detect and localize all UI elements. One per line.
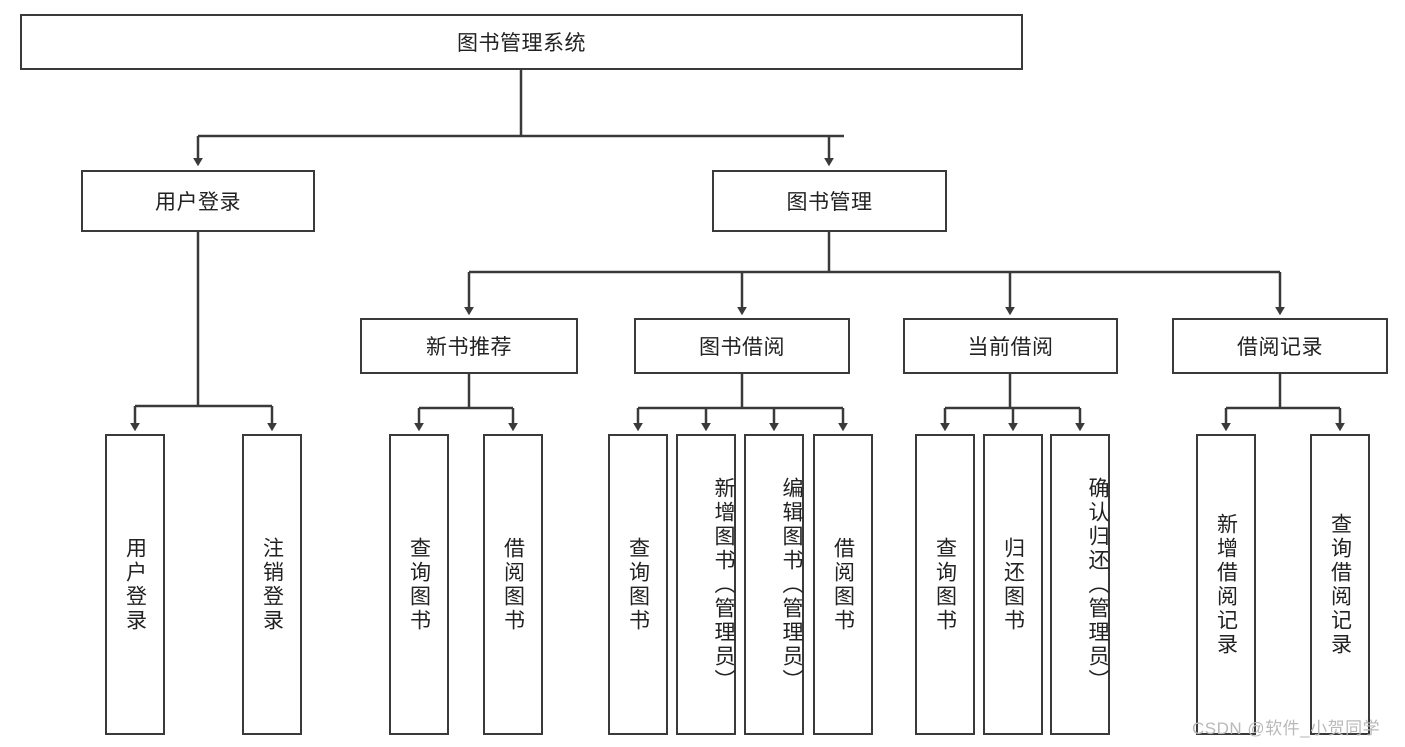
node-leaf-user-login-label: 用户登录 [123,536,147,633]
edges-bookborrow-to-leaves [633,374,848,432]
node-leaf-user-login[interactable]: 用户登录 [105,434,165,735]
node-leaf-query-book-current[interactable]: 查询图书 [915,434,975,735]
node-leaf-query-book-borrow[interactable]: 查询图书 [608,434,668,735]
node-user-login[interactable]: 用户登录 [81,170,315,232]
node-leaf-borrow-book-borrow-label: 借阅图书 [831,536,855,633]
node-leaf-query-borrow-record[interactable]: 查询借阅记录 [1310,434,1370,735]
node-new-book-recommend[interactable]: 新书推荐 [360,318,578,374]
node-leaf-return-book[interactable]: 归还图书 [983,434,1043,735]
node-book-management[interactable]: 图书管理 [712,170,947,232]
node-book-borrow[interactable]: 图书借阅 [634,318,850,374]
node-leaf-confirm-return-admin[interactable]: 确认归还（管理员） [1050,434,1110,735]
node-root-label: 图书管理系统 [457,32,586,55]
node-root[interactable]: 图书管理系统 [20,14,1023,70]
node-leaf-add-borrow-record-label: 新增借阅记录 [1214,512,1238,657]
edges-root-to-level2 [193,70,844,167]
node-leaf-borrow-book-rec[interactable]: 借阅图书 [483,434,543,735]
node-leaf-borrow-book-borrow[interactable]: 借阅图书 [813,434,873,735]
node-book-borrow-label: 图书借阅 [699,336,785,359]
edges-userlogin-to-leaves [130,232,277,432]
node-borrow-record[interactable]: 借阅记录 [1172,318,1388,374]
node-new-book-recommend-label: 新书推荐 [426,336,512,359]
node-borrow-record-label: 借阅记录 [1237,336,1323,359]
node-leaf-add-book-admin[interactable]: 新增图书（管理员） [676,434,736,735]
node-leaf-add-borrow-record[interactable]: 新增借阅记录 [1196,434,1256,735]
node-leaf-query-book-current-label: 查询图书 [933,536,957,633]
node-leaf-query-book-rec[interactable]: 查询图书 [389,434,449,735]
node-leaf-edit-book-admin-label: 编辑图书（管理员） [780,476,803,693]
watermark: CSDN @软件_小贺同学 [1192,719,1381,738]
node-leaf-logout[interactable]: 注销登录 [242,434,302,735]
edges-bookmanage-to-level3 [464,232,1285,316]
node-current-borrow-label: 当前借阅 [967,336,1054,359]
node-user-login-label: 用户登录 [155,191,241,214]
node-current-borrow[interactable]: 当前借阅 [903,318,1118,374]
node-leaf-borrow-book-rec-label: 借阅图书 [501,536,525,633]
edges-newbookrec-to-leaves [414,374,518,432]
edges-currentborrow-to-leaves [940,374,1085,432]
node-leaf-query-book-borrow-label: 查询图书 [626,536,650,633]
node-leaf-query-borrow-record-label: 查询借阅记录 [1328,512,1352,657]
node-leaf-query-book-rec-label: 查询图书 [407,536,431,633]
node-leaf-edit-book-admin[interactable]: 编辑图书（管理员） [744,434,804,735]
edges-borrowrecord-to-leaves [1221,374,1345,432]
node-leaf-logout-label: 注销登录 [260,536,284,633]
node-leaf-return-book-label: 归还图书 [1001,536,1025,633]
node-leaf-confirm-return-admin-label: 确认归还（管理员） [1086,476,1109,693]
node-book-management-label: 图书管理 [786,191,873,214]
node-leaf-add-book-admin-label: 新增图书（管理员） [712,476,735,693]
